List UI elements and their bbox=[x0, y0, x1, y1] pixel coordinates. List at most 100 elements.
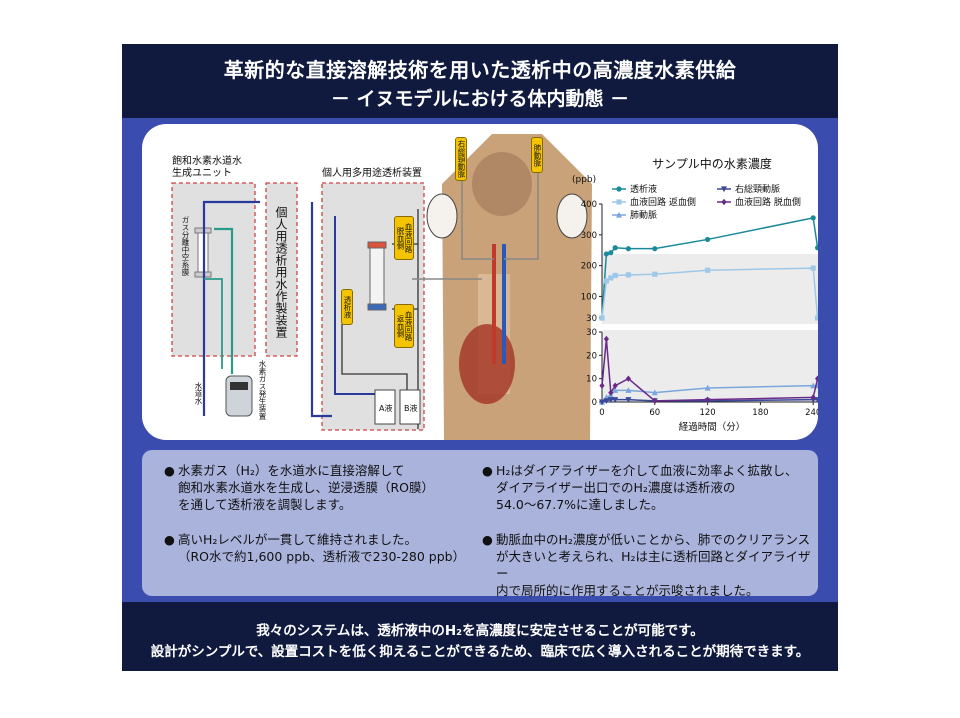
lower-y-tick-label: 10 bbox=[586, 375, 597, 385]
lower-series-point-1 bbox=[603, 398, 610, 405]
x-tick-label: 180 bbox=[752, 408, 768, 418]
lower-series-point-1 bbox=[599, 399, 605, 406]
lower-y-tick-label: 20 bbox=[586, 351, 597, 361]
lower-series-point-1 bbox=[814, 397, 818, 403]
legend-marker bbox=[616, 186, 622, 192]
legend-marker bbox=[616, 199, 622, 205]
footer: 我々のシステムは、透析液中のH₂を高濃度に安定させることが可能です。 設計がシン… bbox=[122, 602, 838, 671]
x-tick-label: 0 bbox=[599, 408, 604, 418]
footer-line-2: 設計がシンプルで、設置コストを低く抑えることができるため、臨床で広く導入されるこ… bbox=[150, 644, 810, 660]
water-line bbox=[202, 200, 260, 416]
dialysate-box: 透析液 bbox=[341, 289, 353, 325]
unit1-label: 飽和水素水道水 生成ユニット bbox=[172, 156, 242, 179]
upper-series-point-1 bbox=[815, 315, 818, 321]
b-liquid-label: B液 bbox=[404, 404, 418, 413]
page-title: 革新的な直接溶解技術を用いた透析中の高濃度水素供給 bbox=[223, 58, 737, 82]
legend-marker bbox=[721, 186, 727, 193]
dialysis-label: 個人用多用途透析装置 bbox=[322, 168, 422, 179]
notes-panel: ● 水素ガス（H₂）を水道水に直接溶解して飽和水素水道水を生成し、逆浸透膜（RO… bbox=[142, 450, 818, 598]
gas-line bbox=[214, 227, 234, 374]
header: 革新的な直接溶解技術を用いた透析中の高濃度水素供給 － イヌモデルにおける体内動… bbox=[122, 44, 838, 118]
legend-label: 右総頸動脈 bbox=[735, 183, 780, 195]
paw-left bbox=[426, 193, 458, 239]
heart bbox=[459, 324, 515, 404]
ro-unit-box bbox=[265, 182, 298, 357]
upper-series-point-0 bbox=[810, 215, 816, 221]
upper-y-tick-label: 400 bbox=[581, 200, 597, 210]
page-subtitle: － イヌモデルにおける体内動態 － bbox=[330, 88, 630, 110]
upper-series-point-1 bbox=[603, 278, 609, 284]
x-tick-label: 60 bbox=[649, 408, 660, 418]
lower-series-point-1 bbox=[607, 397, 614, 403]
lower-series-point-0 bbox=[625, 387, 632, 393]
upper-series-point-0 bbox=[603, 251, 609, 257]
removal-box: 血液回路 脱血側 bbox=[394, 216, 414, 260]
h2-unit-box bbox=[171, 182, 256, 357]
upper-y-tick-label: 300 bbox=[581, 231, 597, 241]
system-diagram bbox=[171, 134, 818, 440]
lower-series-point-2 bbox=[815, 375, 818, 382]
upper-series-point-1 bbox=[705, 267, 711, 273]
lower-series-point-0 bbox=[810, 382, 817, 389]
lower-series-point-1 bbox=[612, 397, 619, 403]
upper-series-point-1 bbox=[612, 272, 618, 279]
upper-series-point-0 bbox=[612, 245, 618, 251]
upper-series-point-0 bbox=[608, 250, 614, 256]
x-tick-label: 120 bbox=[699, 408, 715, 418]
x-axis-label: 経過時間（分） bbox=[679, 421, 746, 433]
lower-y-tick-label: 30 bbox=[586, 328, 597, 338]
legend-label: 肺動脈 bbox=[630, 209, 657, 221]
legend-label: 血液回路 脱血側 bbox=[735, 196, 801, 208]
slide: 革新的な直接溶解技術を用いた透析中の高濃度水素供給 － イヌモデルにおける体内動… bbox=[122, 44, 838, 671]
note-1: ● 水素ガス（H₂）を水道水に直接溶解して飽和水素水道水を生成し、逆浸透膜（RO… bbox=[164, 463, 435, 512]
x-tick-label: 240 bbox=[805, 408, 818, 418]
membrane-label: ガス分離中空糸膜 bbox=[181, 216, 190, 276]
a-tank bbox=[374, 389, 396, 425]
upper-series-point-0 bbox=[652, 246, 658, 252]
carotid-box: 右総頸動脈 bbox=[455, 137, 467, 181]
upper-series-point-0 bbox=[815, 245, 818, 251]
b-tank bbox=[399, 389, 421, 425]
lower-series-point-2 bbox=[810, 394, 816, 401]
upper-y-tick-label: 200 bbox=[581, 262, 597, 272]
note-4: ● 動脈血中のH₂濃度が低いことから、肺でのクリアランスが大きいと考えられ、H₂… bbox=[482, 532, 811, 598]
legend-label: 血液回路 返血側 bbox=[630, 196, 696, 208]
paw-right bbox=[556, 193, 588, 239]
upper-series-point-1 bbox=[652, 271, 658, 277]
upper-series-point-0 bbox=[625, 246, 631, 252]
upper-chart-bg bbox=[602, 254, 818, 324]
upper-series-point-1 bbox=[599, 315, 605, 321]
lower-series-point-2 bbox=[705, 396, 711, 403]
upper-series-point-0 bbox=[705, 236, 711, 243]
footer-line-1: 我々のシステムは、透析液中のH₂を高濃度に安定させることが可能です。 bbox=[256, 623, 704, 639]
upper-y-tick-label: 100 bbox=[581, 292, 597, 302]
upper-series-point-1 bbox=[608, 275, 614, 281]
lower-series-point-0 bbox=[612, 387, 619, 393]
legend-marker bbox=[721, 198, 727, 206]
upper-series-point-1 bbox=[625, 272, 631, 278]
y-unit-label: (ppb) bbox=[572, 175, 596, 185]
legend-marker bbox=[616, 211, 622, 218]
lower-series-point-1 bbox=[625, 397, 632, 403]
upper-series-point-1 bbox=[810, 265, 816, 271]
chart-title: サンプル中の水素濃度 bbox=[652, 156, 772, 171]
a-liquid-label: A液 bbox=[379, 404, 393, 413]
lower-series-point-2 bbox=[652, 397, 658, 405]
lower-series-point-2 bbox=[603, 335, 609, 343]
water-label: 水道水 bbox=[194, 382, 203, 405]
note-3: ● H₂はダイアライザーを介して血液に効率よく拡散し、ダイアライザー出口でのH₂… bbox=[482, 463, 798, 512]
return-box: 血液回路 返血側 bbox=[394, 304, 414, 348]
ro-label: 個人用透析用水作製装置 bbox=[274, 206, 288, 338]
lower-series-point-2 bbox=[625, 375, 631, 382]
note-2: ● 高いH₂レベルが一貫して維持されました。（RO水で約1,600 ppb、透析… bbox=[164, 532, 466, 564]
lower-series-point-2 bbox=[612, 382, 618, 389]
lower-series-point-0 bbox=[704, 384, 711, 391]
lower-series-point-2 bbox=[608, 389, 614, 396]
upper-series-line-1 bbox=[601, 267, 818, 319]
lower-series-point-2 bbox=[599, 382, 605, 389]
legend-label: 透析液 bbox=[630, 183, 657, 195]
lower-series-point-0 bbox=[651, 389, 658, 396]
upper-y-tick-label: 30 bbox=[586, 314, 597, 324]
pulmonary-box: 肺動脈 bbox=[531, 137, 543, 173]
